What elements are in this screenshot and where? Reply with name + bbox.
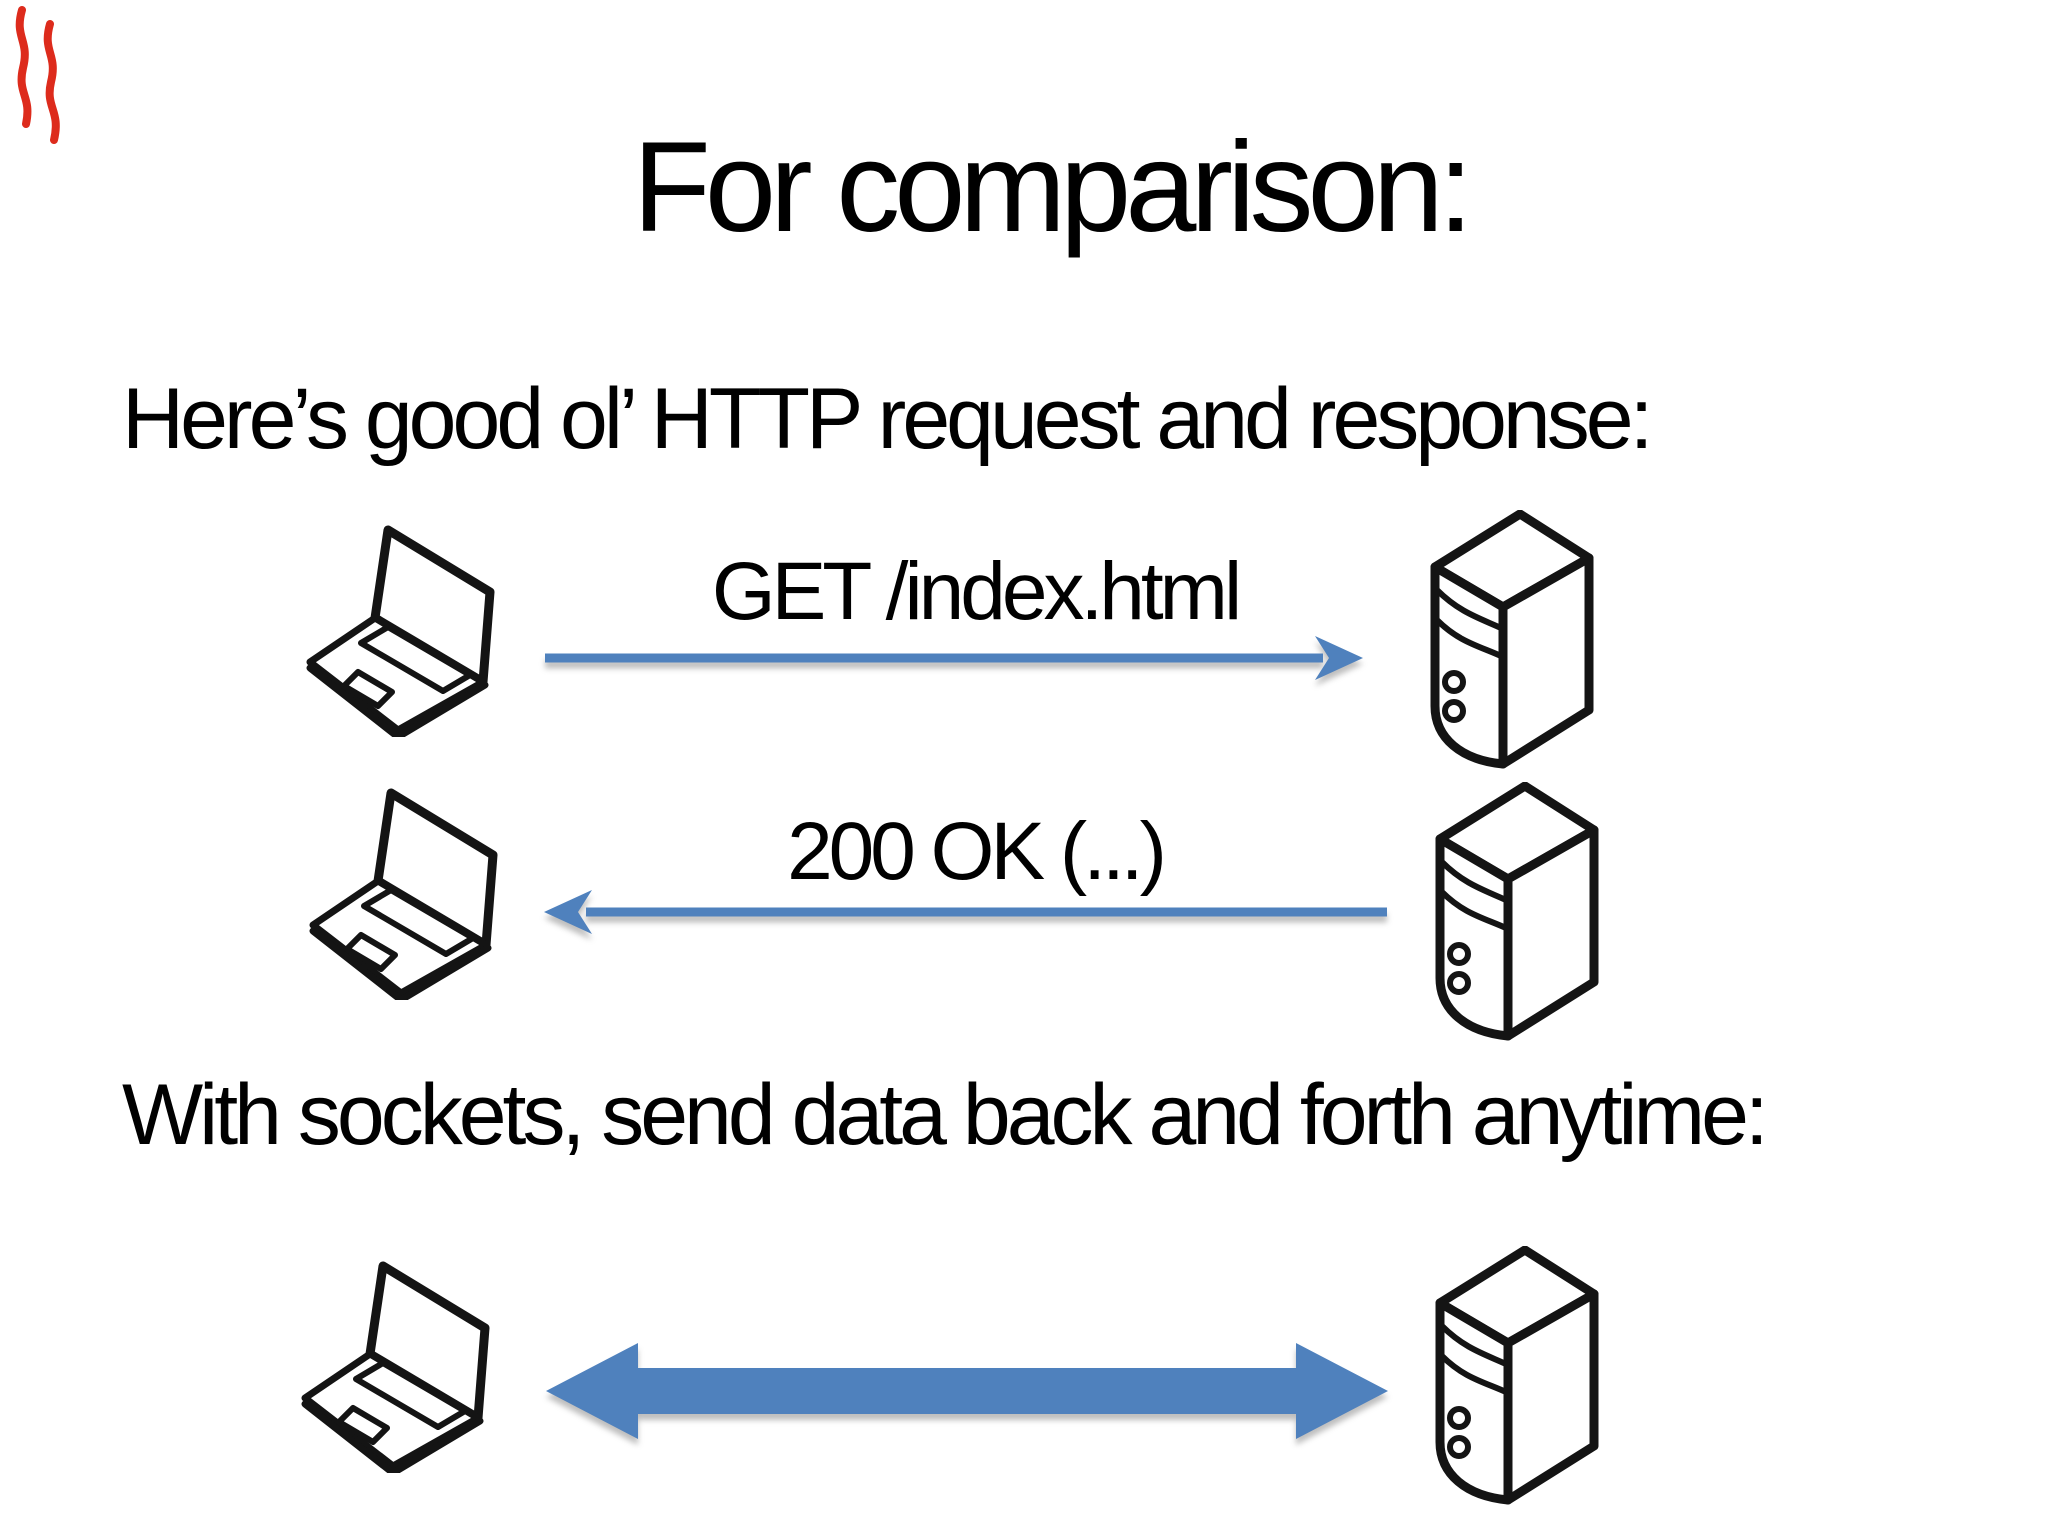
double-headed-arrow-icon <box>546 1343 1388 1439</box>
right-arrow-icon <box>545 636 1363 680</box>
slide-title: For comparison: <box>632 116 1474 259</box>
http-section-heading: Here’s good ol’ HTTP request and respons… <box>122 371 1653 467</box>
red-scribble-icon <box>15 6 60 144</box>
response-label: 200 OK (...) <box>787 806 1167 897</box>
sockets-section-heading: With sockets, send data back and forth a… <box>122 1067 1769 1163</box>
server-icon <box>1432 782 1604 1044</box>
left-arrow-icon <box>544 890 1387 934</box>
server-icon <box>1432 1246 1604 1508</box>
server-icon <box>1427 510 1599 772</box>
laptop-icon <box>303 785 498 1000</box>
request-label: GET /index.html <box>711 546 1242 637</box>
laptop-icon <box>295 1258 490 1473</box>
laptop-icon <box>300 522 495 737</box>
